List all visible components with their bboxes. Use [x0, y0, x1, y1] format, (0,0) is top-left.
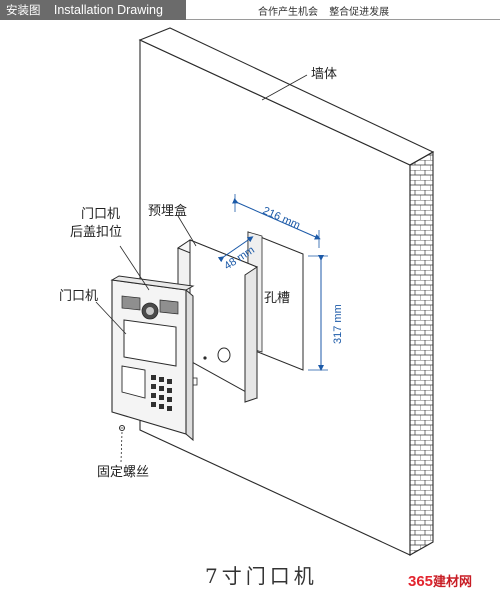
- keypad-key: [159, 404, 164, 409]
- door-unit-leader: [95, 301, 127, 335]
- camera-lens-icon: [146, 307, 154, 315]
- slogan-part-2: 整合促进发展: [329, 7, 390, 18]
- watermark-logo: 365建材网: [408, 571, 472, 590]
- keypad-key: [151, 384, 156, 389]
- slogan-part-1: 合作产生机会: [258, 7, 318, 18]
- unit-speaker-grille-left: [121, 295, 141, 311]
- keypad-key: [167, 406, 172, 411]
- box-screw-hole: [203, 356, 207, 360]
- back-cover-label-line-2: 后盖扣位: [70, 225, 122, 240]
- caption: 7寸门口机: [205, 564, 318, 588]
- keypad-key: [151, 402, 156, 407]
- embedded-box-label: 预埋盒: [148, 203, 187, 219]
- keypad-key: [159, 377, 164, 382]
- unit-keypad: [151, 375, 172, 411]
- wall-label: 墙体: [311, 67, 337, 82]
- dimension-height: 317 mm: [308, 255, 344, 371]
- box-rim: [244, 266, 258, 403]
- box-cable-hole: [217, 347, 231, 363]
- width-dimension-line: [232, 198, 321, 240]
- wall-side-brick: [409, 151, 434, 556]
- door-unit-label: 门口机: [59, 289, 98, 304]
- title-en: Installation Drawing: [53, 3, 163, 17]
- keypad-key: [159, 395, 164, 400]
- height-dimension-text: 317 mm: [332, 304, 344, 344]
- slogan: 合作产生机会 整合促进发展: [258, 3, 389, 18]
- depth-dimension-line: [217, 236, 254, 263]
- back-cover-label-line-1: 门口机: [81, 207, 120, 222]
- keypad-key: [167, 379, 172, 384]
- screw-leader: [120, 431, 123, 463]
- unit-screen: [123, 319, 177, 367]
- keypad-key: [167, 397, 172, 402]
- title-tab: 安装图 Installation Drawing: [0, 0, 186, 20]
- door-unit: [95, 245, 195, 442]
- unit-card-reader: [121, 365, 146, 399]
- embedded-box: [176, 215, 259, 403]
- keypad-key: [151, 393, 156, 398]
- header-divider: [186, 19, 500, 20]
- box-label-leader: [177, 215, 197, 247]
- watermark-prefix: 365: [408, 573, 434, 590]
- back-cover-leader: [119, 245, 150, 291]
- keypad-key: [151, 375, 156, 380]
- watermark-suffix: 建材网: [433, 575, 473, 590]
- fixing-screw: [119, 425, 125, 463]
- keypad-key: [167, 388, 172, 393]
- wall-label-leader: [261, 74, 308, 101]
- unit-side-face: [185, 288, 194, 442]
- keypad-key: [159, 386, 164, 391]
- groove-label: 孔槽: [264, 291, 290, 306]
- unit-speaker-grille-right: [159, 299, 179, 315]
- unit-top-face: [110, 275, 195, 291]
- title-cn: 安装图: [6, 3, 41, 17]
- fixing-screw-label: 固定螺丝: [97, 465, 149, 480]
- header-bar: 安装图 Installation Drawing 合作产生机会 整合促进发展: [0, 0, 500, 22]
